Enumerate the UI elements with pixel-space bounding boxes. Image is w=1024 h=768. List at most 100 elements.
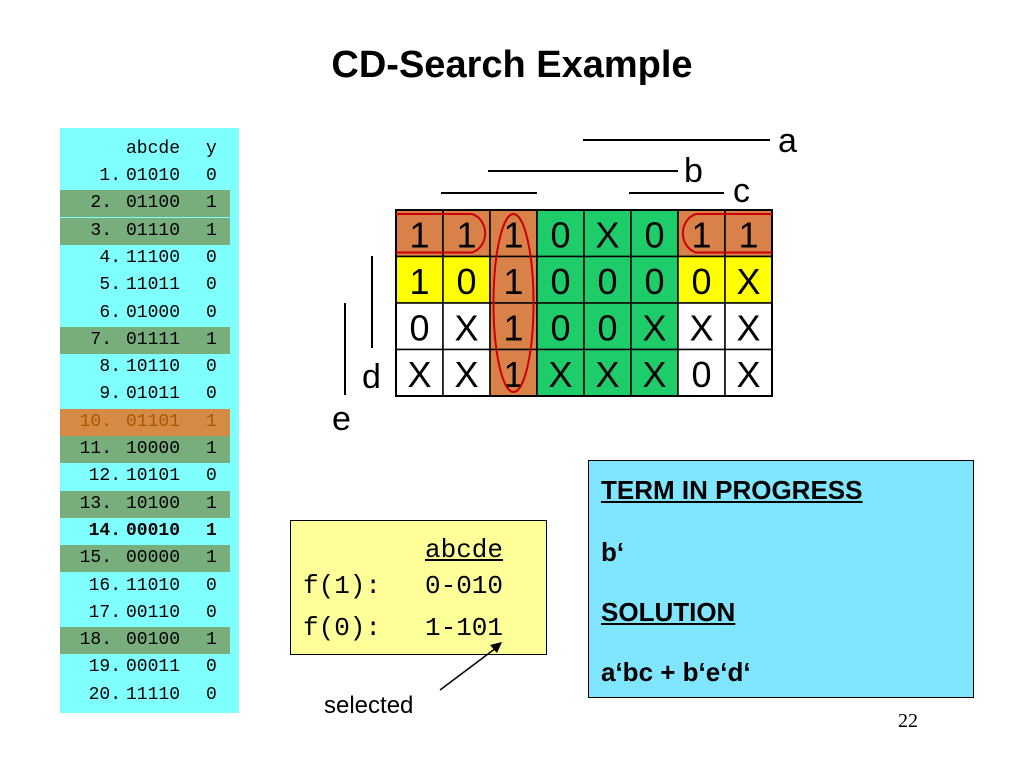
truth-table-row: 7. 01111 1 [60,326,230,354]
row-number: 2. [90,193,112,214]
truth-table-row: 14.00010 1 [60,518,239,545]
kmap-cell-value: 0 [409,307,429,348]
row-inputs: 01110 [126,220,181,241]
truth-header-y: y [206,139,217,159]
solution-heading: SOLUTION [601,597,736,627]
row-output: 1 [206,411,217,432]
row-inputs: 01101 [126,411,181,432]
row-number: 16. [88,575,121,596]
row-number: 1. [99,166,121,186]
row-inputs: 01111 [126,329,181,350]
truth-table-row: 18. 00100 1 [60,627,230,655]
kmap-cell [395,302,444,351]
row-number: 3. [90,220,112,241]
row-number: 13. [79,493,112,514]
row-output: 1 [206,220,217,241]
kmap-cell-value: 0 [644,261,664,302]
row-output: 1 [206,520,217,541]
kmap-cell-value: 0 [597,261,617,302]
row-number: 10. [79,411,112,432]
truth-header-vars: abcde [126,139,181,159]
term-solution-box: TERM IN PROGRESS b‘ SOLUTION a‘bc + b‘e‘… [588,460,974,698]
row-number: 19. [88,657,121,678]
row-output: 1 [206,630,217,651]
row-inputs: 00011 [126,657,181,678]
fbox-header: abcde [425,535,504,565]
kmap-cell-value: 0 [550,261,570,302]
var-label-d: d [362,358,381,396]
row-number: 14. [88,520,121,541]
row-output: 1 [206,329,217,350]
kmap-cell-value: X [642,307,666,348]
kmap-cell-value: X [548,354,572,395]
kmap-cell [724,255,773,304]
slide-title: CD-Search Example [331,44,693,86]
kmap-cell-value: 0 [644,214,664,255]
f1-label: f(1): [303,571,382,601]
f1-value: 0-010 [425,571,504,601]
row-number: 7. [90,329,112,350]
kmap-cell-value: 1 [503,261,523,302]
kmap-cell [489,302,538,351]
row-inputs: 10100 [126,493,181,514]
row-inputs: 01010 [126,166,181,186]
kmap-cell-value: 1 [503,214,523,255]
kmap-cell-value: X [642,354,666,395]
row-inputs: 11100 [126,247,181,268]
kmap-cell-value: 1 [503,354,523,395]
kmap-cell-value: 1 [409,261,429,302]
row-output: 0 [206,275,217,296]
row-output: 0 [206,575,217,596]
kmap-cell [630,302,679,351]
row-inputs: 01100 [126,193,181,214]
truth-table-row: 3. 01110 1 [60,217,230,245]
row-number: 20. [88,684,121,705]
kmap-cell [724,302,773,351]
row-number: 4. [99,247,121,268]
page-number: 22 [898,710,918,732]
row-inputs: 00110 [126,602,181,623]
var-label-a: a [778,122,797,160]
var-label-e: e [332,400,351,438]
row-inputs: 00100 [126,630,181,651]
f0-label: f(0): [303,613,382,643]
row-output: 0 [206,384,217,405]
row-number: 11. [79,439,112,459]
var-label-b: b [684,152,703,190]
kmap-cell [442,209,491,258]
kmap-cell-value: 1 [456,214,476,255]
kmap-cell-value: 1 [738,214,758,255]
row-inputs: 11010 [126,575,181,596]
kmap-cell-value: 0 [456,261,476,302]
implicant-loop-column [492,213,535,393]
truth-table-row: 10. 01101 1 [60,408,230,436]
kmap-cell [536,302,585,351]
row-inputs: 00000 [126,548,181,569]
implicant-loop-right [681,213,772,254]
kmap-cell-value: X [454,354,478,395]
term-value: b‘ [601,537,625,567]
row-number: 18. [79,630,112,651]
row-inputs: 00010 [126,520,181,541]
row-number: 6. [99,302,121,323]
term-heading: TERM IN PROGRESS [601,475,863,505]
kmap-cell-value: X [595,354,619,395]
kmap-cell-value: 0 [550,214,570,255]
kmap-cell-value: X [595,214,619,255]
row-number: 9. [99,384,121,405]
kmap-cell-value: X [689,307,713,348]
kmap-cell [677,255,726,304]
f0-value: 1-101 [425,613,504,643]
row-output: 1 [206,439,217,459]
